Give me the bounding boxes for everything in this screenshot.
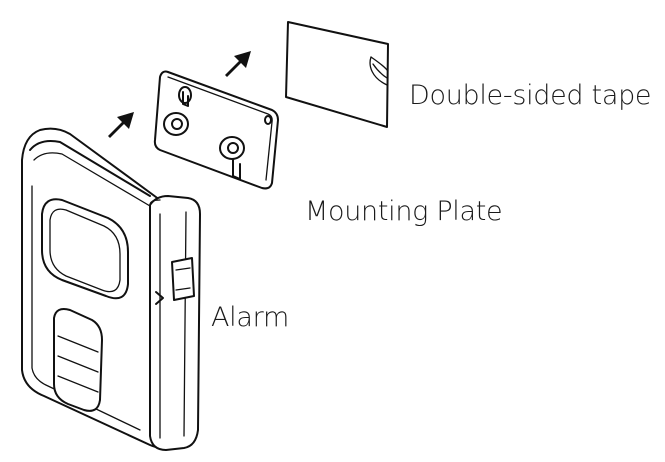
arrow-up-right-icon <box>225 51 251 77</box>
label-alarm: Alarm <box>211 302 289 333</box>
arrow-up-right-icon <box>108 112 134 138</box>
mounting-plate <box>153 70 279 190</box>
label-mounting-plate: Mounting Plate <box>305 196 503 227</box>
alarm-unit <box>21 127 201 451</box>
label-double-sided-tape: Double-sided tape <box>409 80 652 111</box>
double-sided-tape <box>285 21 389 128</box>
